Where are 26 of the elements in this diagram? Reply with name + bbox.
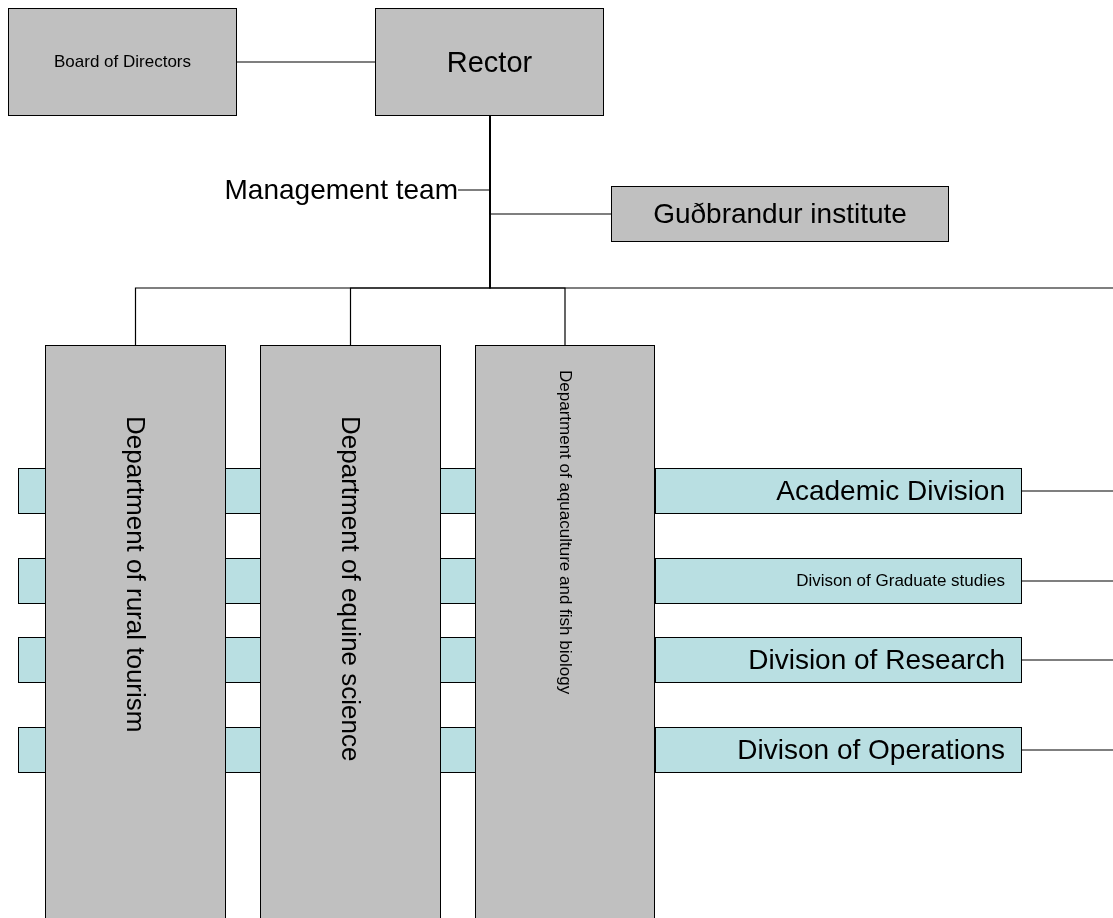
connector-line xyxy=(1021,580,1113,582)
connector-line xyxy=(1021,749,1113,751)
org-box xyxy=(8,8,237,116)
department-box xyxy=(45,345,226,918)
division-band xyxy=(655,468,1022,514)
org-box xyxy=(375,8,604,116)
node-label: Rector xyxy=(446,45,533,79)
division-name: Division of Research xyxy=(748,644,1005,676)
division-band xyxy=(655,637,1022,683)
node-label: Board of Directors xyxy=(54,52,191,72)
connector-line xyxy=(236,61,376,63)
division-name: Academic Division xyxy=(776,475,1005,507)
department-name: Department of aquaculture and fish biology xyxy=(555,370,575,695)
connector-line xyxy=(1021,490,1113,492)
connector-line xyxy=(1021,659,1113,661)
node-label: Guðbrandur institute xyxy=(653,198,907,230)
division-name: Divison of Graduate studies xyxy=(796,571,1005,591)
org-box xyxy=(611,186,949,242)
department-name: Department of equine science xyxy=(335,416,366,762)
division-band xyxy=(655,727,1022,773)
division-band xyxy=(655,558,1022,604)
department-name: Department of rural tourism xyxy=(120,416,151,733)
department-box xyxy=(475,345,655,918)
node-label: Management team xyxy=(224,174,458,206)
department-box xyxy=(260,345,441,918)
division-name: Divison of Operations xyxy=(737,734,1005,766)
